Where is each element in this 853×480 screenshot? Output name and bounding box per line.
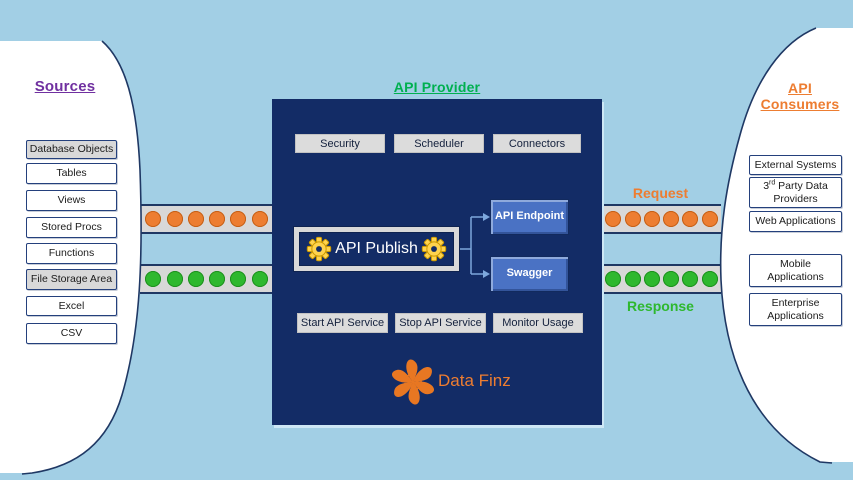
consumer-box-3rd-party-data-providers: 3rd Party Data Providers (749, 177, 842, 208)
arrowhead-icon (483, 213, 490, 221)
response-pipe-left (140, 264, 273, 294)
source-box-database-objects: Database Objects (26, 140, 117, 159)
flow-dot (643, 211, 660, 227)
source-label: Stored Procs (41, 221, 102, 234)
flow-dot (145, 271, 162, 287)
source-label: Database Objects (29, 143, 114, 156)
response-label: Response (627, 298, 694, 314)
consumer-box-web-applications: Web Applications (749, 211, 842, 232)
pinwheel-icon (391, 359, 435, 405)
source-box-excel: Excel (26, 296, 117, 316)
consumer-label: Enterprise Applications (767, 296, 824, 322)
flow-dot (251, 211, 268, 227)
flow-dot (209, 211, 226, 227)
flow-dot (643, 271, 660, 287)
source-label: Tables (56, 167, 87, 180)
arrowhead-icon (483, 270, 490, 278)
flow-dot (682, 211, 699, 227)
consumer-label: Mobile Applications (767, 257, 824, 283)
flow-dot (663, 271, 680, 287)
flow-dot (663, 211, 680, 227)
source-box-functions: Functions (26, 243, 117, 264)
flow-dot (166, 211, 183, 227)
source-label: Functions (48, 247, 95, 260)
flow-dot (187, 211, 204, 227)
source-box-tables: Tables (26, 163, 117, 184)
flow-dot (624, 271, 641, 287)
source-box-stored-procs: Stored Procs (26, 217, 117, 238)
source-box-file-storage-area: File Storage Area (26, 269, 117, 290)
datafinz-logo-text: Data Finz (438, 371, 511, 390)
api-provider-panel: Security Scheduler Connectors API Publis… (272, 99, 602, 425)
source-box-views: Views (26, 190, 117, 211)
flow-dot (230, 211, 247, 227)
request-pipe-right (602, 204, 721, 234)
request-label: Request (632, 185, 689, 201)
consumer-box-mobile-applications: Mobile Applications (749, 254, 842, 287)
flow-dot (187, 271, 204, 287)
swagger-button: Swagger (490, 256, 569, 292)
consumer-box-enterprise-applications: Enterprise Applications (749, 293, 842, 326)
connectors-button: Connectors (493, 134, 581, 153)
flow-dot (230, 271, 247, 287)
api-publish-label: API Publish (335, 240, 418, 257)
source-label: File Storage Area (30, 273, 113, 286)
flow-dot (251, 271, 268, 287)
datafinz-logo: Data Finz (386, 355, 586, 413)
consumer-label: External Systems (754, 158, 837, 171)
source-box-csv: CSV (26, 323, 117, 344)
flow-dot (701, 211, 718, 227)
sources-title: Sources (34, 78, 96, 95)
flow-dot (145, 211, 162, 227)
flow-dot (166, 271, 183, 287)
api-publish-inner: API Publish (299, 232, 454, 266)
response-pipe-right (602, 264, 721, 294)
flow-dot (682, 271, 699, 287)
source-label: Excel (58, 299, 85, 312)
api-endpoint-button: API Endpoint (490, 199, 569, 235)
api-provider-title: API Provider (393, 79, 481, 95)
start-api-service-button: Start API Service (297, 313, 388, 333)
consumer-label: 3rd Party Data Providers (763, 179, 828, 205)
flow-dot (209, 271, 226, 287)
source-label: CSV (60, 327, 83, 340)
consumer-box-external-systems: External Systems (749, 155, 842, 175)
request-pipe-left (140, 204, 273, 234)
flow-dot (624, 211, 641, 227)
flow-dot (605, 211, 622, 227)
gear-icon (421, 236, 447, 262)
api-publish-box: API Publish (293, 226, 460, 272)
scheduler-button: Scheduler (394, 134, 484, 153)
api-consumers-title: API Consumers (760, 80, 840, 112)
gear-icon (306, 236, 332, 262)
flow-dot (701, 271, 718, 287)
stop-api-service-button: Stop API Service (395, 313, 486, 333)
security-button: Security (295, 134, 385, 153)
source-label: Views (57, 194, 86, 207)
consumer-label: Web Applications (755, 215, 836, 228)
monitor-usage-button: Monitor Usage (493, 313, 583, 333)
flow-dot (605, 271, 622, 287)
